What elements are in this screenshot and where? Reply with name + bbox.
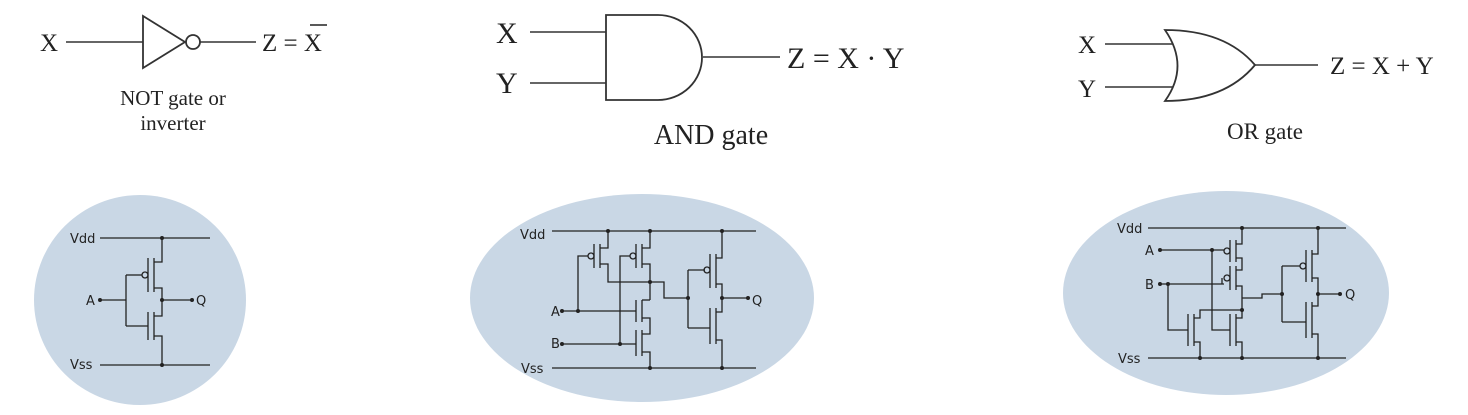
or-input-b-label: B [1145,278,1154,293]
and-input-b-label: B [551,337,560,352]
and-output-label: Q [752,294,762,309]
not-gate-bubble [185,34,201,50]
or-vss-label: Vss [1118,352,1141,367]
or-gate-body [1163,29,1257,102]
inverter-output-label: Q [196,294,206,309]
and-gate-caption: AND gate [654,120,768,151]
inverter-circuit-background [34,195,246,405]
or-gate-input-y-label: Y [1078,76,1096,103]
and-gate-input-x-label: X [496,17,518,50]
or-gate-output-label: Z = X + Y [1330,53,1434,80]
and-vss-label: Vss [521,362,544,377]
inverter-cmos-circuit: Vdd Vss A Q [34,195,246,405]
and-gate-output-label: Z = X · Y [787,42,904,75]
or-gate-caption: OR gate [1227,119,1303,144]
inverter-input-label: A [86,294,95,309]
or-circuit-background [1063,191,1389,395]
not-gate-caption-line1: NOT gate or [120,86,226,110]
or-output-label: Q [1345,288,1355,303]
and-input-a-label: A [551,305,560,320]
and-gate-symbol: X Y Z = X · Y AND gate [496,14,904,151]
not-gate-input-label: X [40,30,58,57]
inverter-vdd-label: Vdd [70,232,95,247]
or-gate-symbol: X Y Z = X + Y OR gate [1078,29,1434,144]
and-gate-body [605,14,703,101]
or-cmos-circuit: Vdd Vss A B Q [1063,191,1389,395]
not-gate-triangle [142,14,187,70]
and-vdd-label: Vdd [520,228,545,243]
or-gate-input-x-label: X [1078,32,1096,59]
or-vdd-label: Vdd [1117,222,1142,237]
not-gate-symbol: X Z = X NOT gate or inverter [40,14,327,135]
and-circuit-background [470,194,814,402]
not-gate-output-label: Z = X [262,30,322,57]
not-gate-caption-line2: inverter [140,111,205,135]
and-gate-input-y-label: Y [496,67,518,100]
or-input-a-label: A [1145,244,1154,259]
inverter-vss-label: Vss [70,358,93,373]
and-cmos-circuit: Vdd Vss A B Q [470,194,814,402]
